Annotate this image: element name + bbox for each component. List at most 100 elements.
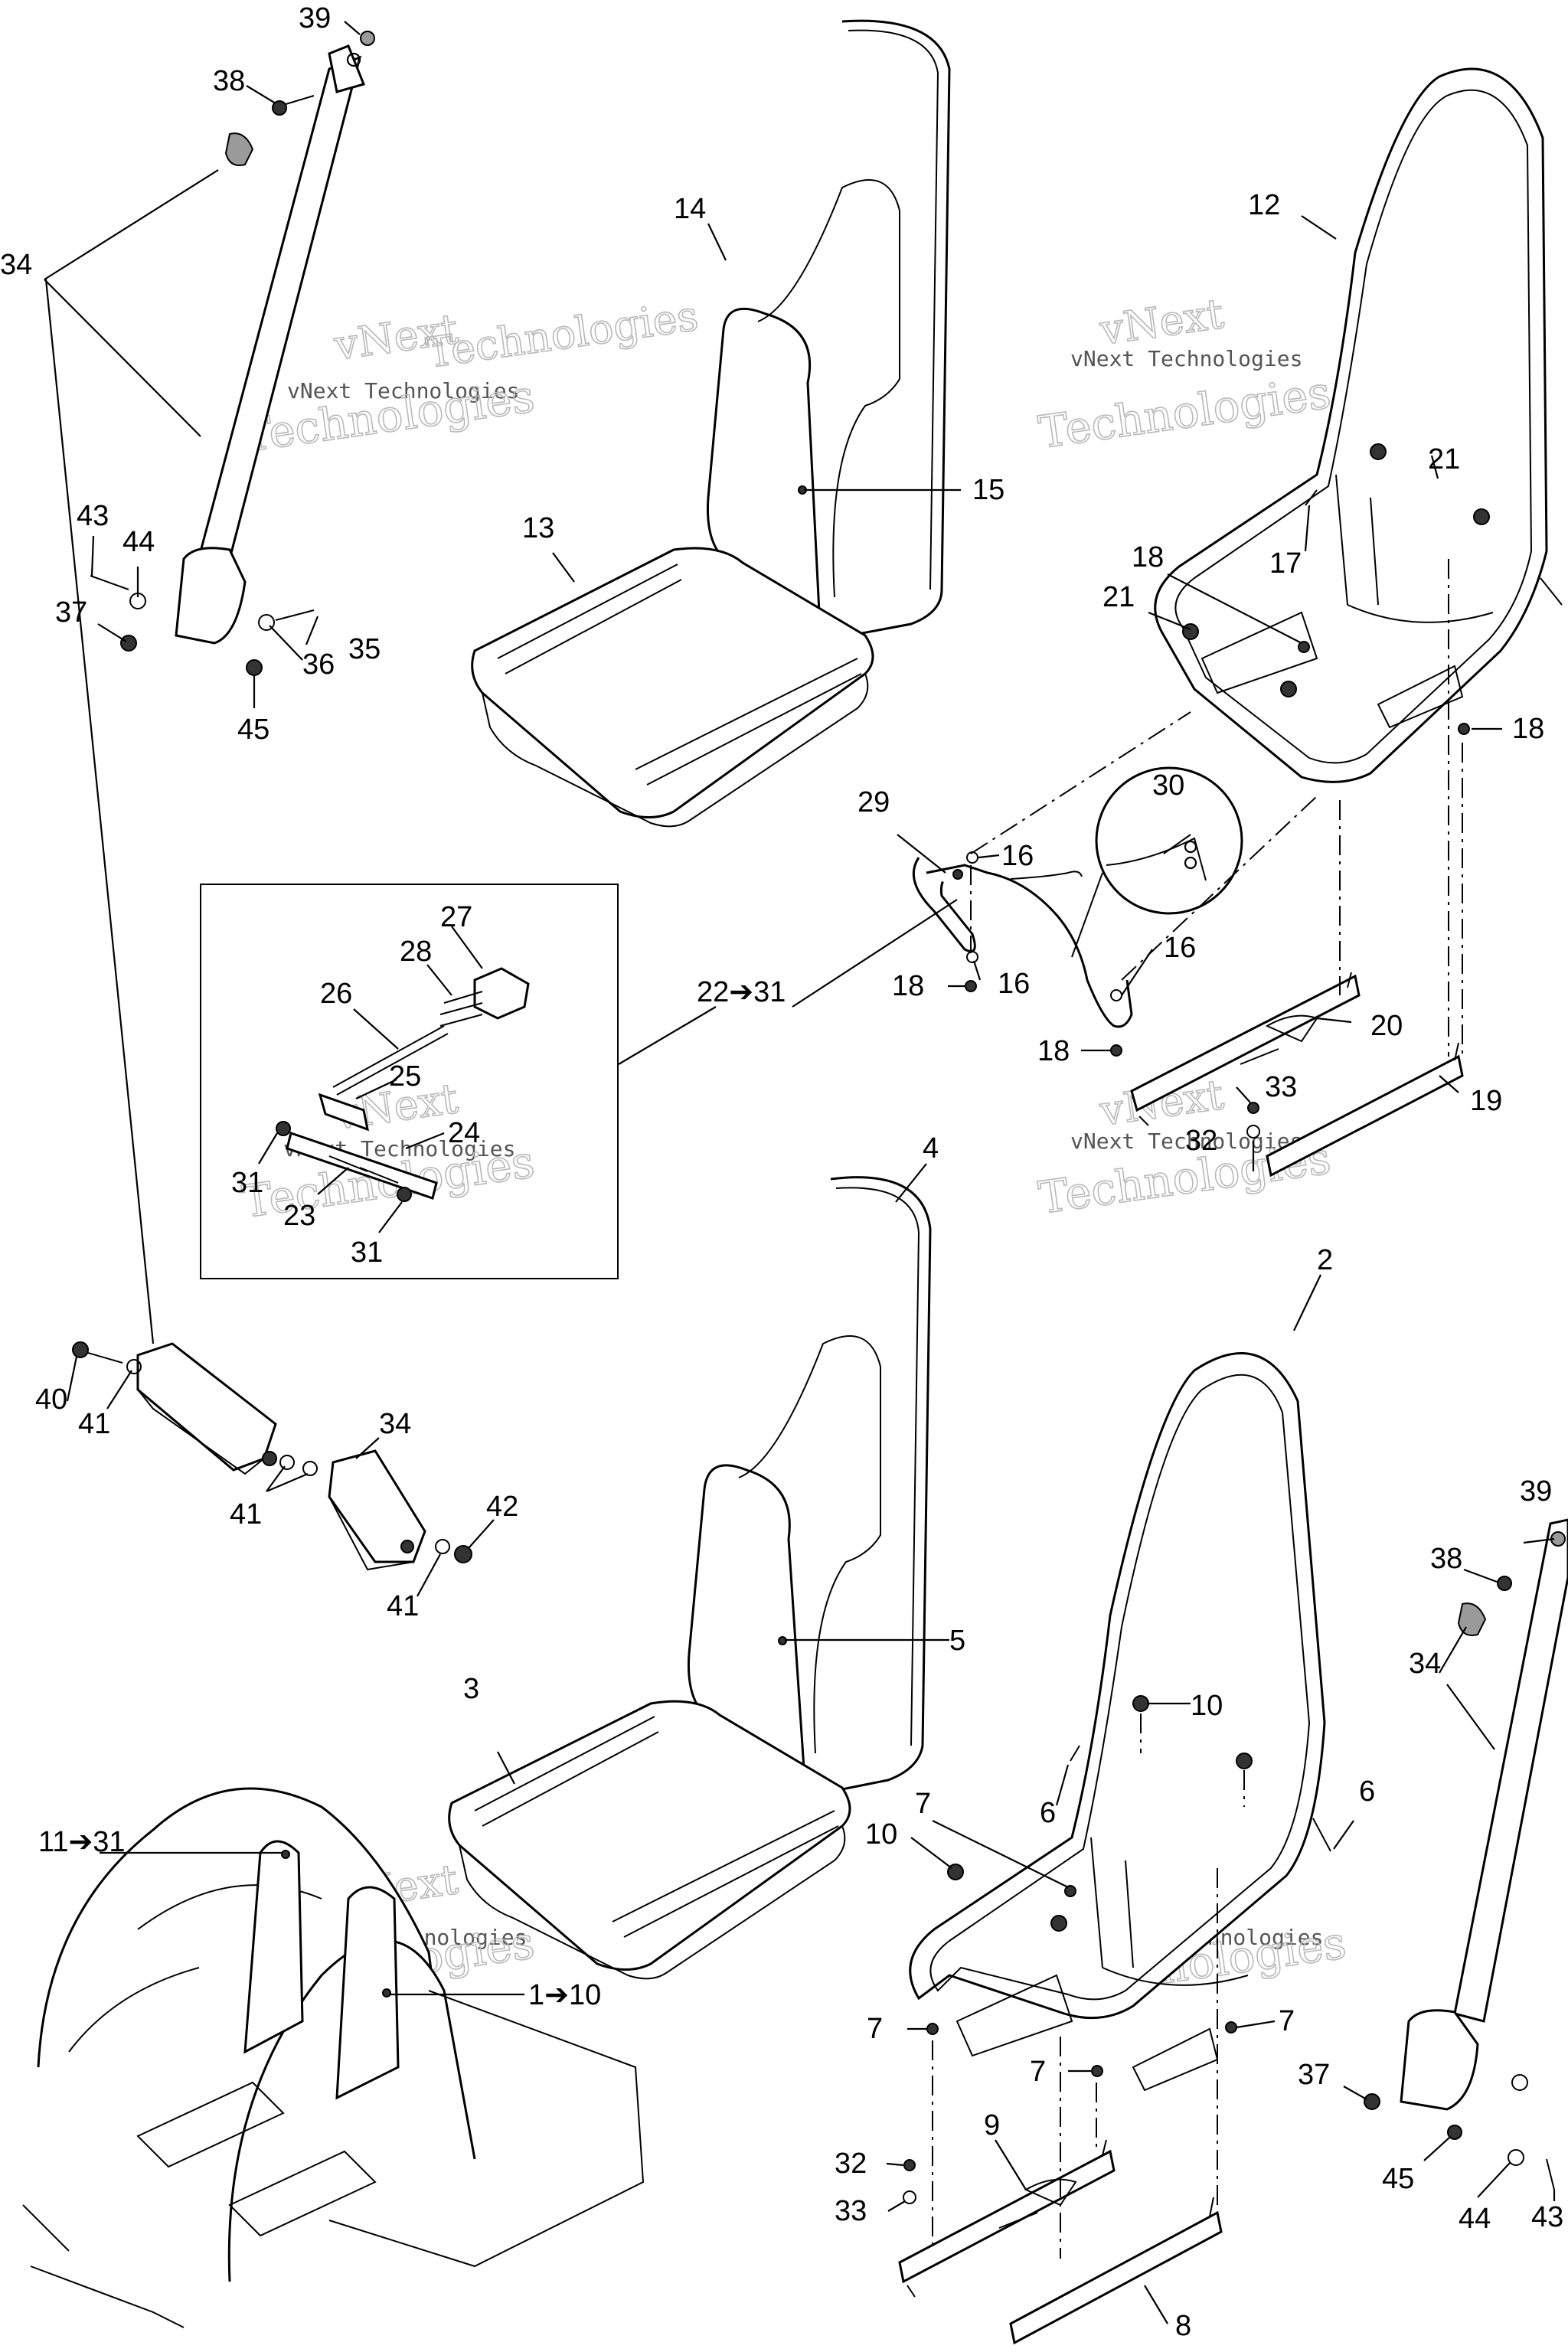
rail-20 [1130, 974, 1361, 1112]
label-45-right: 45 [1382, 2163, 1414, 2195]
label-16-a: 16 [1001, 840, 1034, 872]
nut-10-b [1236, 1753, 1253, 1769]
leader-22-31 [618, 1006, 717, 1065]
vehicle-overview [22, 1787, 645, 2328]
slot-bracket-a [1200, 611, 1318, 694]
leader-dot-1 [382, 1988, 391, 1998]
watermark-brand-word: Technologies [1035, 366, 1334, 459]
belt-retractor [175, 547, 247, 645]
seat-3-stripe-left [474, 1716, 659, 1827]
label-23: 23 [283, 1200, 315, 1232]
label-1-10: 1➔10 [528, 1979, 601, 2011]
clip-31-a [276, 1121, 291, 1136]
rail-9-latch [998, 2178, 1077, 2229]
label-5: 5 [949, 1625, 965, 1657]
washer-right [1511, 2074, 1528, 2091]
watermark-brand-full: vNext Technologies [1070, 346, 1302, 371]
nut-21-a [1370, 443, 1387, 460]
label-41-b: 41 [230, 1498, 262, 1530]
leader-17 [1304, 505, 1311, 552]
label-4: 4 [923, 1132, 939, 1165]
label-26: 26 [320, 978, 352, 1010]
connector-27 [473, 967, 530, 1020]
leader-13 [552, 552, 575, 583]
leader-34-top-b [44, 279, 201, 437]
mini-seat-right [335, 1886, 400, 2100]
leader-34-mid [355, 1437, 380, 1459]
label-34-right: 34 [1409, 1648, 1441, 1680]
seat-stripe-left [497, 564, 682, 675]
label-41-a: 41 [78, 1408, 110, 1440]
nut-37-right [1364, 2093, 1380, 2110]
label-24: 24 [448, 1117, 480, 1149]
label-44-right: 44 [1459, 2203, 1491, 2235]
buckle-plate-short-edge [328, 1496, 414, 1571]
leader-27 [451, 926, 483, 969]
label-13: 13 [522, 512, 554, 544]
frame-2-slot-b [1132, 2027, 1219, 2092]
harness-kit-inset [200, 884, 619, 1279]
washer-41-b [279, 1455, 295, 1470]
rail-8 [1009, 2210, 1223, 2345]
watermark-brand-full: vNext Technologies [1070, 1129, 1302, 1154]
leader-dot-11 [281, 1850, 290, 1859]
buckle-plate-long-edge [137, 1389, 265, 1475]
label-27: 27 [440, 901, 472, 933]
detail-hole-b [1184, 856, 1197, 870]
bolt-40 [82, 1351, 123, 1364]
belt-anchor-plate [328, 44, 366, 93]
frame-12-inner [1174, 89, 1533, 764]
label-35: 35 [348, 633, 381, 665]
label-21-b: 21 [1102, 581, 1135, 613]
leader-19 [1439, 1075, 1459, 1093]
buckle-hole [262, 1451, 277, 1466]
seat-stripe-right [635, 658, 862, 786]
leader-14 [707, 223, 727, 261]
leader-7-a [932, 1820, 1069, 1888]
label-17: 17 [1269, 547, 1302, 580]
label-29: 29 [858, 786, 890, 818]
rail-19 [1266, 1054, 1464, 1178]
nut-42 [454, 1545, 472, 1563]
anchor-hole [346, 52, 361, 67]
backrest-panel-5 [738, 1335, 881, 1754]
label-18-c: 18 [892, 970, 924, 1002]
label-21-a: 21 [1428, 443, 1460, 475]
frame-2-outline [909, 1352, 1326, 2020]
label-8: 8 [1175, 2310, 1191, 2342]
label-39-right: 39 [1520, 1475, 1552, 1508]
leader-43 [90, 535, 95, 577]
leader-20 [1316, 1017, 1352, 1024]
washer-41-d [435, 1539, 450, 1554]
label-38-right: 38 [1430, 1543, 1462, 1575]
leader-31-b [378, 1201, 403, 1233]
parts-23 [328, 1155, 399, 1184]
bolt-35 [275, 609, 315, 621]
leader-7-d [1236, 2020, 1276, 2029]
leader-37-right [1343, 2086, 1367, 2100]
grommet-25 [318, 1093, 369, 1132]
leader-34-top-long [44, 278, 155, 1344]
nut-21-c [1182, 623, 1199, 640]
washer-44-right [1508, 2149, 1524, 2166]
leader-32-bot [886, 2162, 904, 2167]
label-45-top: 45 [237, 714, 270, 746]
watermark-brand-word: Technologies [423, 292, 701, 377]
label-6-b: 6 [1359, 1775, 1375, 1808]
label-44-top: 44 [122, 526, 155, 558]
frame-2-bracket [1090, 1837, 1249, 1986]
backrest-14 [706, 19, 951, 638]
label-33-bot: 33 [835, 2195, 867, 2227]
nut-37 [120, 635, 137, 652]
seat-base-side [482, 673, 869, 828]
leader-3 [497, 1751, 515, 1785]
belt-buckle-middle [72, 1341, 472, 1571]
align-frame-harness-a [970, 711, 1191, 854]
nut-39 [360, 31, 375, 46]
nut-10-d [1050, 1915, 1067, 1932]
bolt-43 [90, 575, 129, 590]
leader-38 [246, 85, 276, 104]
screw-32-bot [903, 2159, 916, 2171]
inset-frame [200, 884, 619, 1279]
buckle-plate-long [136, 1342, 277, 1472]
